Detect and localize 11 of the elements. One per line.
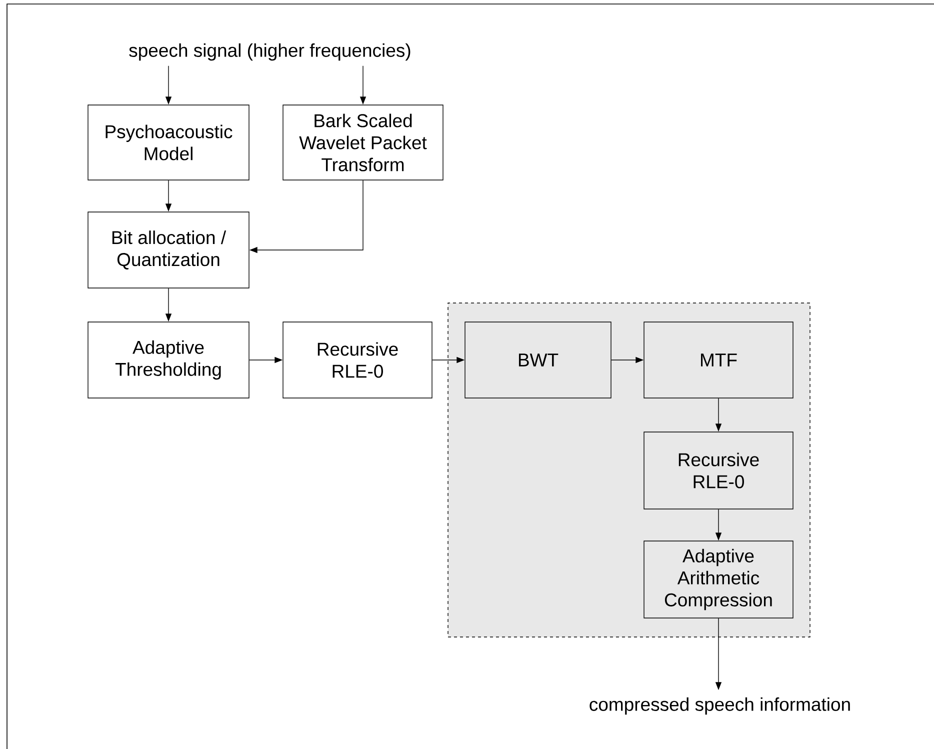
process-box: Adaptive Arithmetic Compression [644,540,794,618]
signal-label: compressed speech information [590,697,850,715]
process-box: Bark Scaled Wavelet Packet Transform [282,104,444,180]
process-box: BWT [464,322,612,398]
process-box: Psychoacoustic Model [88,104,250,180]
process-box: Recursive RLE-0 [644,432,794,510]
process-box: MTF [644,322,794,398]
process-box: Bit allocation / Quantization [88,212,250,288]
process-box: Recursive RLE-0 [282,322,432,398]
process-box: Adaptive Thresholding [88,322,250,398]
signal-label: speech signal (higher frequencies) [129,43,410,61]
